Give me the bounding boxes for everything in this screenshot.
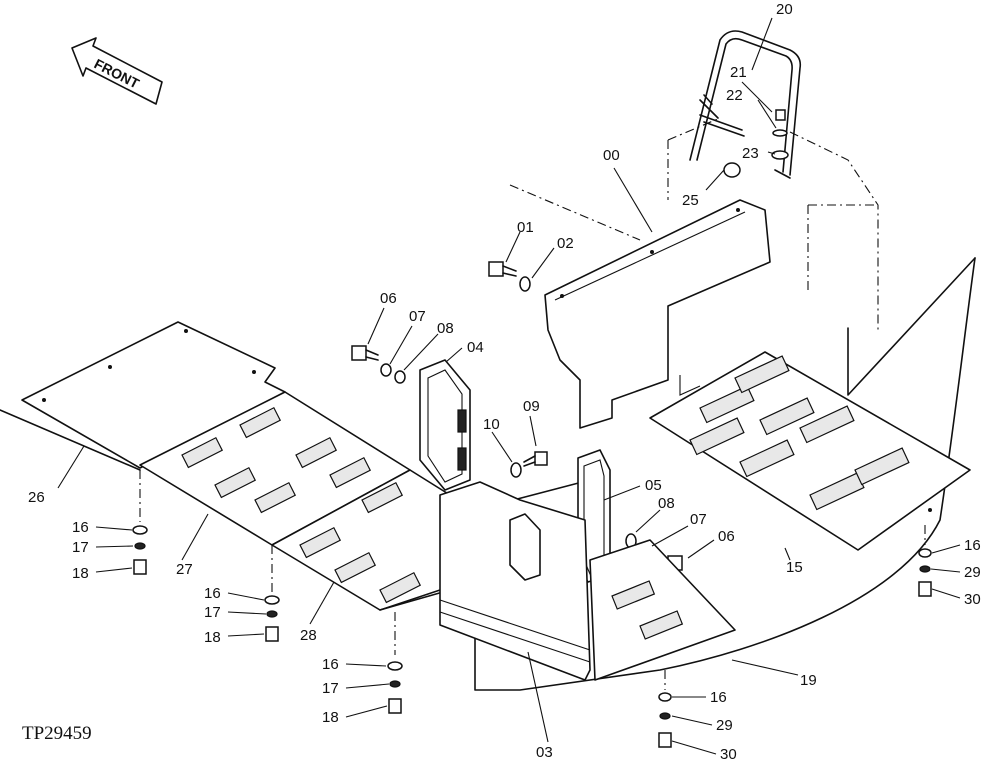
callout-29b: 29 — [716, 717, 733, 734]
edge-line — [0, 409, 141, 471]
callout-18a: 18 — [72, 565, 89, 582]
callout-21: 21 — [730, 64, 747, 81]
callout-05: 05 — [645, 477, 662, 494]
callout-20: 20 — [776, 1, 793, 18]
callout-17a: 17 — [72, 539, 89, 556]
callout-08b: 08 — [658, 495, 675, 512]
callout-30a: 30 — [964, 591, 981, 608]
bolt-icon — [351, 345, 379, 361]
washer-icon — [771, 150, 789, 160]
callout-04: 04 — [467, 339, 484, 356]
callout-15: 15 — [786, 559, 803, 576]
spacer-icon — [723, 162, 741, 178]
drawing-id: TP29459 — [22, 723, 92, 744]
washer-icon — [380, 363, 392, 377]
callout-06a: 06 — [380, 290, 397, 307]
cover-panel — [544, 199, 771, 429]
floor-plate-center — [589, 539, 736, 681]
fastener-centerlines — [139, 470, 926, 690]
floor-mat-26 — [21, 321, 286, 469]
callout-07a: 07 — [409, 308, 426, 325]
washer-icon — [519, 276, 531, 292]
fastener-stack — [132, 525, 148, 575]
callout-19: 19 — [800, 672, 817, 689]
callout-18c: 18 — [322, 709, 339, 726]
callout-17b: 17 — [204, 604, 221, 621]
callout-16d: 16 — [964, 537, 981, 554]
washer-icon — [772, 129, 788, 137]
callout-16e: 16 — [710, 689, 727, 706]
callout-30b: 30 — [720, 746, 737, 763]
front-arrow-icon: FRONT — [71, 37, 163, 105]
cab-base-outline — [509, 117, 976, 396]
callout-00: 00 — [603, 147, 620, 164]
callout-labels: 20 21 22 23 25 00 01 02 06 07 08 04 09 1… — [28, 1, 981, 763]
callout-07b: 07 — [690, 511, 707, 528]
callout-17c: 17 — [322, 680, 339, 697]
edge-line — [379, 589, 441, 611]
callout-06b: 06 — [718, 528, 735, 545]
callout-09: 09 — [523, 398, 540, 415]
callout-26: 26 — [28, 489, 45, 506]
callout-10: 10 — [483, 416, 500, 433]
channel-03 — [439, 481, 591, 681]
floor-plate-28 — [271, 469, 451, 611]
callout-23: 23 — [742, 145, 759, 162]
callout-16c: 16 — [322, 656, 339, 673]
fastener-stack — [387, 661, 403, 714]
fastener-stack — [264, 595, 280, 642]
bolt-icon — [523, 451, 548, 467]
washer-icon — [394, 370, 406, 384]
washer-icon — [510, 462, 522, 478]
side-cover-outline — [474, 257, 976, 691]
callout-25: 25 — [682, 192, 699, 209]
callout-18b: 18 — [204, 629, 221, 646]
bolt-icon — [488, 261, 517, 277]
callout-16b: 16 — [204, 585, 221, 602]
handrail — [689, 30, 802, 179]
leader-lines — [57, 17, 961, 755]
callout-01: 01 — [517, 219, 534, 236]
bolt-icon — [775, 109, 786, 121]
callout-29a: 29 — [964, 564, 981, 581]
callout-03: 03 — [536, 744, 553, 761]
callout-02: 02 — [557, 235, 574, 252]
callout-27: 27 — [176, 561, 193, 578]
bracket-04 — [419, 359, 471, 491]
floor-plate-15 — [649, 351, 971, 551]
fastener-stack — [918, 548, 932, 597]
floor-plate-27 — [139, 391, 411, 546]
callout-08a: 08 — [437, 320, 454, 337]
callout-22: 22 — [726, 87, 743, 104]
callout-28: 28 — [300, 627, 317, 644]
callout-16a: 16 — [72, 519, 89, 536]
fastener-stack — [658, 692, 672, 748]
